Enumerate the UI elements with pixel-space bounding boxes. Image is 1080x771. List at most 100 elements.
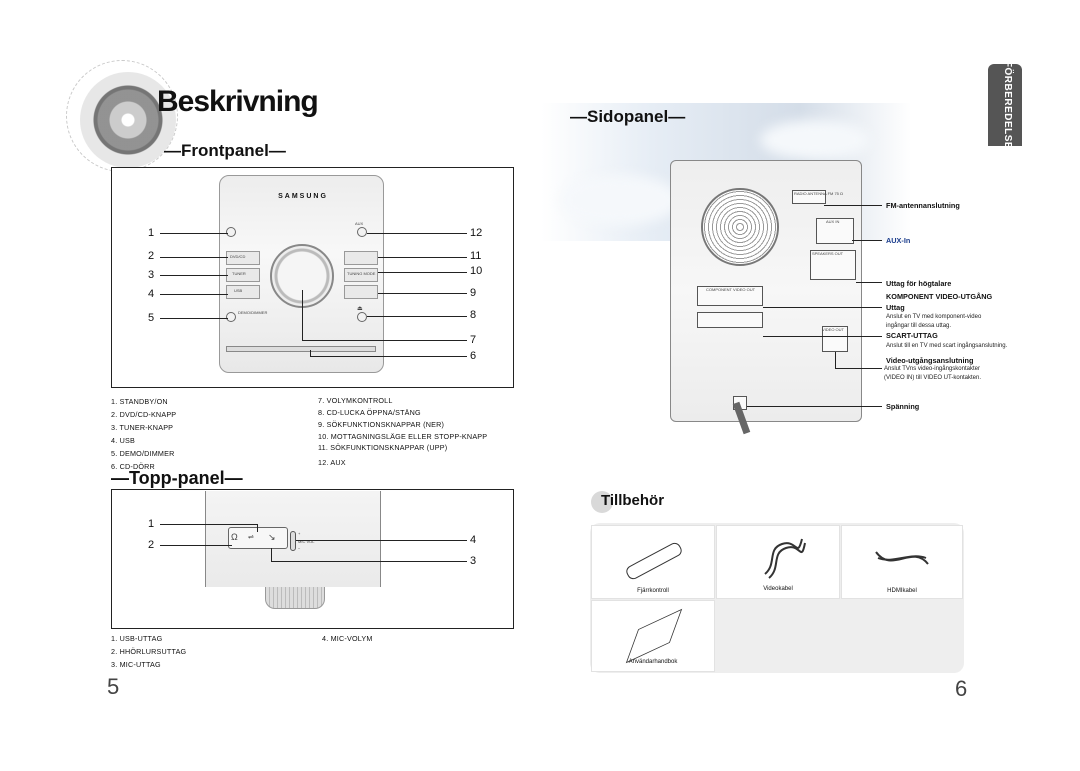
front-legend-right: 7. VOLYMKONTROLL 8. CD-LUCKA ÖPPNA/STÄNG… — [318, 395, 487, 469]
headphone-icon: Ω — [231, 532, 238, 542]
top-leader-3-vert — [271, 548, 272, 561]
top-port-panel — [228, 527, 288, 549]
callout-4: 4 — [148, 288, 155, 300]
accessory-label: HDMIkabel — [887, 588, 917, 594]
callout-10: 10 — [470, 265, 483, 277]
legend-item: 1. USB-UTTAG — [111, 634, 163, 643]
top-legend-left: 1. USB-UTTAG 2. HHÖRLURSUTTAG 3. MIC-UTT… — [111, 632, 186, 671]
dvdcd-pad — [226, 251, 260, 265]
legend-item: 3. MIC-UTTAG — [111, 660, 161, 669]
leader-3 — [160, 275, 228, 276]
legend-item: 2. DVD/CD-KNAPP — [111, 410, 177, 419]
video-out-connector — [822, 326, 848, 352]
video-out-small-label: VIDEO OUT — [822, 327, 845, 332]
leader-2 — [160, 257, 228, 258]
legend-item: 5. DEMO/DIMMER — [111, 449, 175, 458]
callout-2: 2 — [148, 250, 155, 262]
tuning-up-pad — [344, 251, 378, 265]
leader-4 — [160, 294, 228, 295]
speakers-small-label: SPEAKERS OUT — [812, 251, 844, 256]
label-component-title: KOMPONENT VIDEO-UTGÅNG — [886, 292, 993, 301]
tuning-mode-small-label: TUNING MODE — [347, 271, 376, 276]
section-tab — [988, 64, 1022, 146]
leader-6-vert — [310, 350, 311, 357]
component-video-connector — [697, 286, 763, 306]
page-number-right: 6 — [955, 676, 968, 701]
aux-small-label: AUX — [355, 221, 364, 226]
top-panel-heading: —Topp-panel— — [111, 468, 243, 488]
leader-power — [747, 406, 882, 407]
component-small-label: COMPONENT VIDEO OUT — [706, 287, 756, 292]
accessory-label: Användarhandbok — [628, 659, 678, 665]
mic-volume-slider — [290, 531, 296, 551]
speaker-out-connector — [810, 250, 856, 280]
callout-7: 7 — [470, 334, 477, 346]
page-title: Beskrivning — [157, 85, 319, 118]
demo-dimmer-button-icon — [226, 312, 236, 322]
leader-scart — [763, 336, 882, 337]
accessories-heading: Tillbehör — [601, 492, 665, 509]
leader-10 — [378, 272, 467, 273]
legend-item: 9. SÖKFUNKTIONSKNAPPAR (NER) — [318, 420, 445, 429]
leader-12 — [367, 233, 467, 234]
label-speaker: Uttag för högtalare — [886, 279, 952, 288]
video-cable-icon — [764, 538, 806, 579]
side-panel-heading: —Sidopanel— — [570, 107, 686, 126]
top-callout-3: 3 — [470, 555, 477, 567]
callout-12: 12 — [470, 227, 483, 239]
accessory-label: Videokabel — [763, 586, 793, 592]
eject-glyph: ⏏ — [357, 306, 363, 312]
cloud-decoration — [560, 175, 680, 225]
component-desc-1: Anslut en TV med komponent-video — [886, 314, 982, 320]
video-desc-2: (VIDEO IN) till VIDEO UT-kontakten. — [884, 375, 982, 381]
legend-item: 1. STANDBY/ON — [111, 397, 168, 406]
label-component-sub: Uttag — [886, 303, 905, 312]
leader-8 — [367, 316, 467, 317]
page-number-left: 5 — [107, 674, 120, 699]
top-callout-4: 4 — [470, 534, 477, 546]
usb-small-label: USB — [234, 288, 243, 293]
mic-vol-label: MIC VOL — [298, 539, 315, 544]
cloud-decoration — [760, 120, 870, 160]
video-desc-1: Anslut TVns video-ingångskontakter — [884, 366, 980, 372]
aux-in-connector — [816, 218, 854, 244]
callout-11: 11 — [470, 250, 482, 262]
fan-grille-icon — [701, 188, 779, 266]
cd-slot — [226, 346, 376, 352]
accessory-cell-manual: Användarhandbok — [591, 600, 715, 672]
accessories-heading-bullet — [591, 491, 613, 513]
fm-antenna-connector — [792, 190, 826, 204]
top-leader-1 — [160, 524, 257, 525]
legend-item: 7. VOLYMKONTROLL — [318, 396, 393, 405]
user-manual-icon — [625, 608, 683, 664]
label-aux: AUX-In — [886, 236, 911, 245]
front-panel-heading: —Frontpanel— — [164, 141, 286, 160]
leader-9 — [378, 293, 467, 294]
legend-item: 3. TUNER-KNAPP — [111, 423, 174, 432]
label-power: Spänning — [886, 402, 920, 411]
top-leader-1-vert — [257, 524, 258, 532]
scart-desc: Anslut till en TV med scart ingångsanslu… — [886, 343, 1008, 349]
leader-video-vert — [835, 352, 836, 368]
top-callout-2: 2 — [148, 539, 155, 551]
leader-5 — [160, 318, 228, 319]
accessory-cell-video-cable: Videokabel — [716, 525, 840, 599]
leader-video — [835, 368, 882, 369]
mic-vol-minus: − — [298, 546, 301, 551]
label-fm: FM-antennanslutning — [886, 201, 960, 210]
leader-6 — [310, 356, 467, 357]
callout-5: 5 — [148, 312, 155, 324]
aux-in-small-label: AUX IN — [826, 219, 840, 224]
callout-1: 1 — [148, 227, 155, 239]
leader-fm — [824, 205, 882, 206]
accessory-label: Fjärrkontroll — [637, 588, 669, 594]
demo-dimmer-small-label: DEMO/DIMMER — [238, 310, 268, 315]
legend-item: 8. CD-LUCKA ÖPPNA/STÄNG — [318, 408, 421, 417]
leader-component — [763, 307, 882, 308]
usb-port-icon: ⇌ — [248, 534, 254, 541]
legend-item: 4. USB — [111, 436, 135, 445]
mic-vol-plus: + — [298, 531, 301, 536]
legend-item: 10. MOTTAGNINGSLÄGE ELLER STOPP-KNAPP — [318, 432, 488, 441]
callout-3: 3 — [148, 269, 155, 281]
label-video-title: Video-utgångsanslutning — [886, 356, 974, 365]
